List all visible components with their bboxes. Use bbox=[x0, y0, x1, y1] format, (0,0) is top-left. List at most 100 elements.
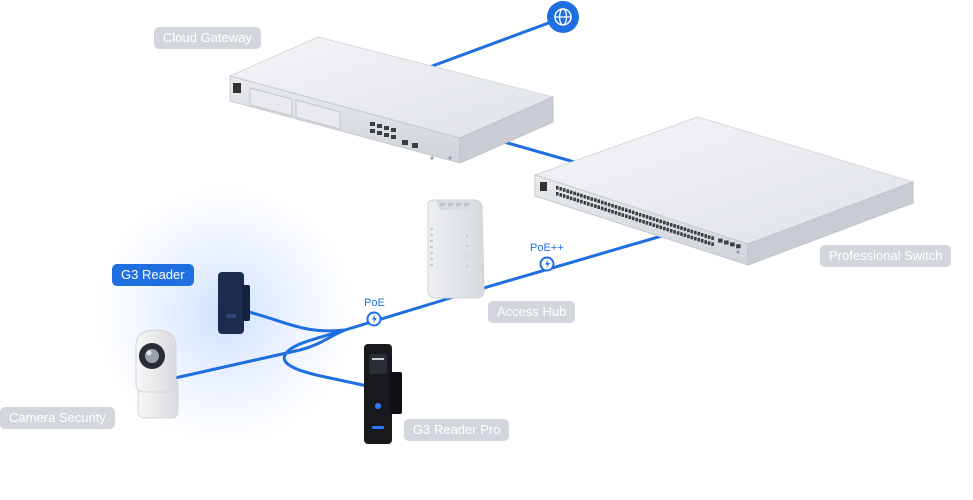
switch-port bbox=[611, 209, 614, 214]
switch-port bbox=[618, 206, 621, 210]
switch-port bbox=[690, 235, 694, 240]
label-access-hub: Access Hub bbox=[488, 301, 576, 323]
switch-port bbox=[687, 234, 690, 239]
label-g3-reader: G3 Reader bbox=[112, 264, 194, 286]
switch-port bbox=[594, 198, 597, 202]
switch-port bbox=[625, 214, 628, 218]
switch-port bbox=[694, 236, 697, 241]
g3-reader-pro-device bbox=[364, 344, 402, 444]
switch-port bbox=[600, 200, 604, 205]
switch-port bbox=[649, 216, 652, 220]
switch-sfp-port bbox=[724, 240, 729, 245]
switch-port bbox=[669, 223, 673, 227]
switch-port bbox=[631, 216, 635, 221]
switch-port bbox=[697, 231, 701, 236]
camera-security-device bbox=[135, 329, 179, 419]
switch-port bbox=[604, 201, 607, 206]
switch-port bbox=[628, 209, 632, 214]
switch-port bbox=[666, 227, 669, 232]
switch-port bbox=[569, 190, 573, 195]
switch-port bbox=[680, 232, 683, 236]
switch-port bbox=[656, 224, 659, 229]
switch-port bbox=[638, 212, 642, 217]
switch-port bbox=[621, 207, 625, 211]
switch-sfp-port bbox=[718, 238, 723, 243]
switch-port bbox=[663, 220, 666, 225]
g3-reader-device bbox=[218, 272, 250, 334]
switch-port bbox=[583, 195, 587, 199]
switch-port bbox=[559, 187, 563, 191]
switch-port bbox=[676, 231, 680, 235]
switch-port-row bbox=[556, 186, 741, 249]
switch-port bbox=[587, 202, 590, 206]
switch-port bbox=[628, 215, 632, 220]
switch-port bbox=[576, 192, 580, 197]
poe-link-label: PoE bbox=[364, 297, 385, 309]
switch-port bbox=[614, 211, 618, 215]
switch-port bbox=[645, 221, 649, 225]
switch-port bbox=[707, 235, 711, 239]
switch-port bbox=[580, 193, 583, 198]
switch-port bbox=[566, 195, 569, 199]
poe-plus-power-icon bbox=[539, 256, 555, 272]
professional-switch-device bbox=[533, 116, 915, 266]
switch-port bbox=[583, 201, 587, 205]
internet-globe-icon bbox=[547, 1, 579, 33]
switch-port bbox=[649, 222, 652, 226]
switch-port bbox=[690, 229, 694, 234]
switch-port bbox=[614, 205, 618, 209]
switch-port bbox=[594, 204, 597, 208]
switch-port bbox=[631, 210, 635, 215]
switch-sfp-port bbox=[736, 244, 741, 249]
switch-port bbox=[618, 212, 621, 216]
switch-port bbox=[635, 217, 638, 222]
link-switch-accesshub bbox=[468, 233, 667, 294]
switch-port bbox=[704, 234, 707, 238]
switch-port bbox=[587, 196, 590, 200]
switch-port bbox=[659, 219, 663, 224]
switch-port bbox=[597, 205, 600, 209]
switch-port bbox=[683, 233, 687, 237]
access-hub-device bbox=[427, 199, 485, 299]
switch-port bbox=[697, 237, 701, 242]
link-camera bbox=[173, 328, 347, 380]
switch-port bbox=[621, 213, 625, 217]
switch-port bbox=[638, 218, 642, 223]
switch-port bbox=[683, 227, 687, 231]
switch-port bbox=[707, 241, 711, 245]
switch-port bbox=[673, 224, 676, 228]
switch-sfp-port bbox=[730, 242, 735, 247]
poe-plus-link-label: PoE++ bbox=[530, 242, 564, 254]
switch-port bbox=[694, 230, 697, 235]
switch-port bbox=[656, 218, 659, 223]
switch-port bbox=[700, 239, 704, 243]
label-camera-security: Camera Security bbox=[0, 407, 115, 429]
switch-port bbox=[607, 202, 611, 207]
switch-port bbox=[556, 186, 559, 190]
switch-port bbox=[625, 208, 628, 212]
switch-port bbox=[559, 193, 563, 197]
switch-port bbox=[562, 188, 566, 192]
switch-port bbox=[652, 217, 656, 221]
switch-port bbox=[573, 197, 576, 202]
switch-port bbox=[635, 211, 638, 216]
switch-port bbox=[666, 221, 669, 226]
switch-port bbox=[600, 206, 604, 211]
switch-port bbox=[573, 191, 576, 196]
switch-port bbox=[704, 240, 707, 244]
switch-port bbox=[711, 236, 714, 240]
switch-port bbox=[562, 194, 566, 198]
switch-port bbox=[645, 215, 649, 219]
switch-port bbox=[569, 196, 573, 201]
switch-port bbox=[590, 203, 594, 207]
switch-port bbox=[642, 220, 645, 224]
switch-port bbox=[580, 199, 583, 204]
switch-port bbox=[604, 207, 607, 212]
label-g3-reader-pro: G3 Reader Pro bbox=[404, 419, 510, 441]
label-cloud-gateway: Cloud Gateway bbox=[154, 27, 261, 49]
link-accesshub-readers bbox=[282, 290, 472, 389]
switch-port bbox=[673, 230, 676, 234]
link-g3reader bbox=[238, 308, 347, 333]
